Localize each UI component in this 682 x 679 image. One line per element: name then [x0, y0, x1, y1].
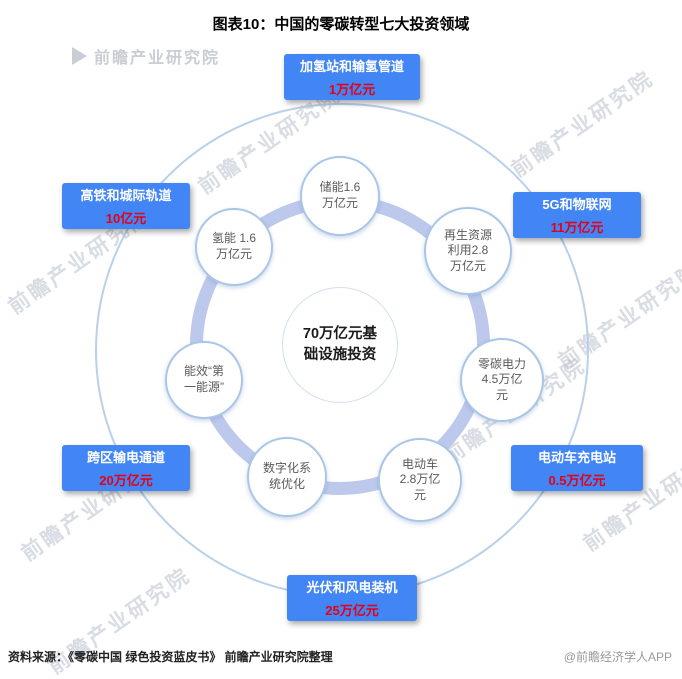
- center-circle-total-investment: 70万亿元基 础设施投资: [282, 287, 398, 403]
- label-5g-iot: 5G和物联网 11万亿元: [513, 192, 641, 238]
- label-name: 跨区输电通道: [86, 450, 165, 465]
- label-name: 加氢站和输氢管道: [299, 59, 404, 74]
- label-value: 0.5万亿元: [548, 473, 606, 488]
- label-value: 1万亿元: [328, 82, 376, 97]
- label-value: 20万亿元: [99, 473, 153, 488]
- label-solar-wind: 光伏和风电装机 25万亿元: [287, 575, 417, 621]
- node-digital-optimization: 数字化系 统优化: [247, 437, 327, 517]
- label-value: 25万亿元: [325, 603, 379, 618]
- credit-note: @前瞻经济学人APP: [563, 650, 672, 664]
- label-value: 10亿元: [105, 211, 147, 226]
- node-electric-vehicle: 电动车 2.8万亿 元: [378, 438, 462, 522]
- page-title: 图表10：中国的零碳转型七大投资领域: [212, 16, 470, 33]
- label-name: 电动车充电站: [537, 450, 616, 465]
- label-name: 光伏和风电装机: [306, 580, 398, 595]
- node-recycling: 再生资源 利用2.8 万亿元: [424, 207, 512, 295]
- node-hydrogen: 氢能 1.6 万亿元: [195, 208, 273, 286]
- watermark-logo-text: 前瞻产业研究院: [94, 50, 221, 67]
- source-note: 资料来源：《零碳中国 绿色投资蓝皮书》 前瞻产业研究院整理: [8, 650, 333, 664]
- label-name: 高铁和城际轨道: [80, 188, 172, 203]
- label-ev-charging: 电动车充电站 0.5万亿元: [511, 445, 643, 491]
- label-high-speed-rail: 高铁和城际轨道 10亿元: [62, 183, 190, 229]
- label-value: 11万亿元: [550, 220, 604, 235]
- watermark-logo: 前瞻产业研究院: [72, 44, 220, 68]
- label-transmission-channels: 跨区输电通道 20万亿元: [62, 445, 190, 491]
- label-hydrogen-stations: 加氢站和输氢管道 1万亿元: [284, 54, 420, 100]
- node-energy-efficiency: 能效“第 一能源”: [165, 341, 243, 419]
- label-name: 5G和物联网: [542, 197, 612, 212]
- node-zero-carbon-power: 零碳电力 4.5万亿 元: [460, 338, 544, 422]
- node-energy-storage: 储能1.6 万亿元: [300, 156, 380, 236]
- watermark-text: 前瞻产业研究院: [507, 66, 659, 182]
- play-triangle-icon: [72, 47, 87, 65]
